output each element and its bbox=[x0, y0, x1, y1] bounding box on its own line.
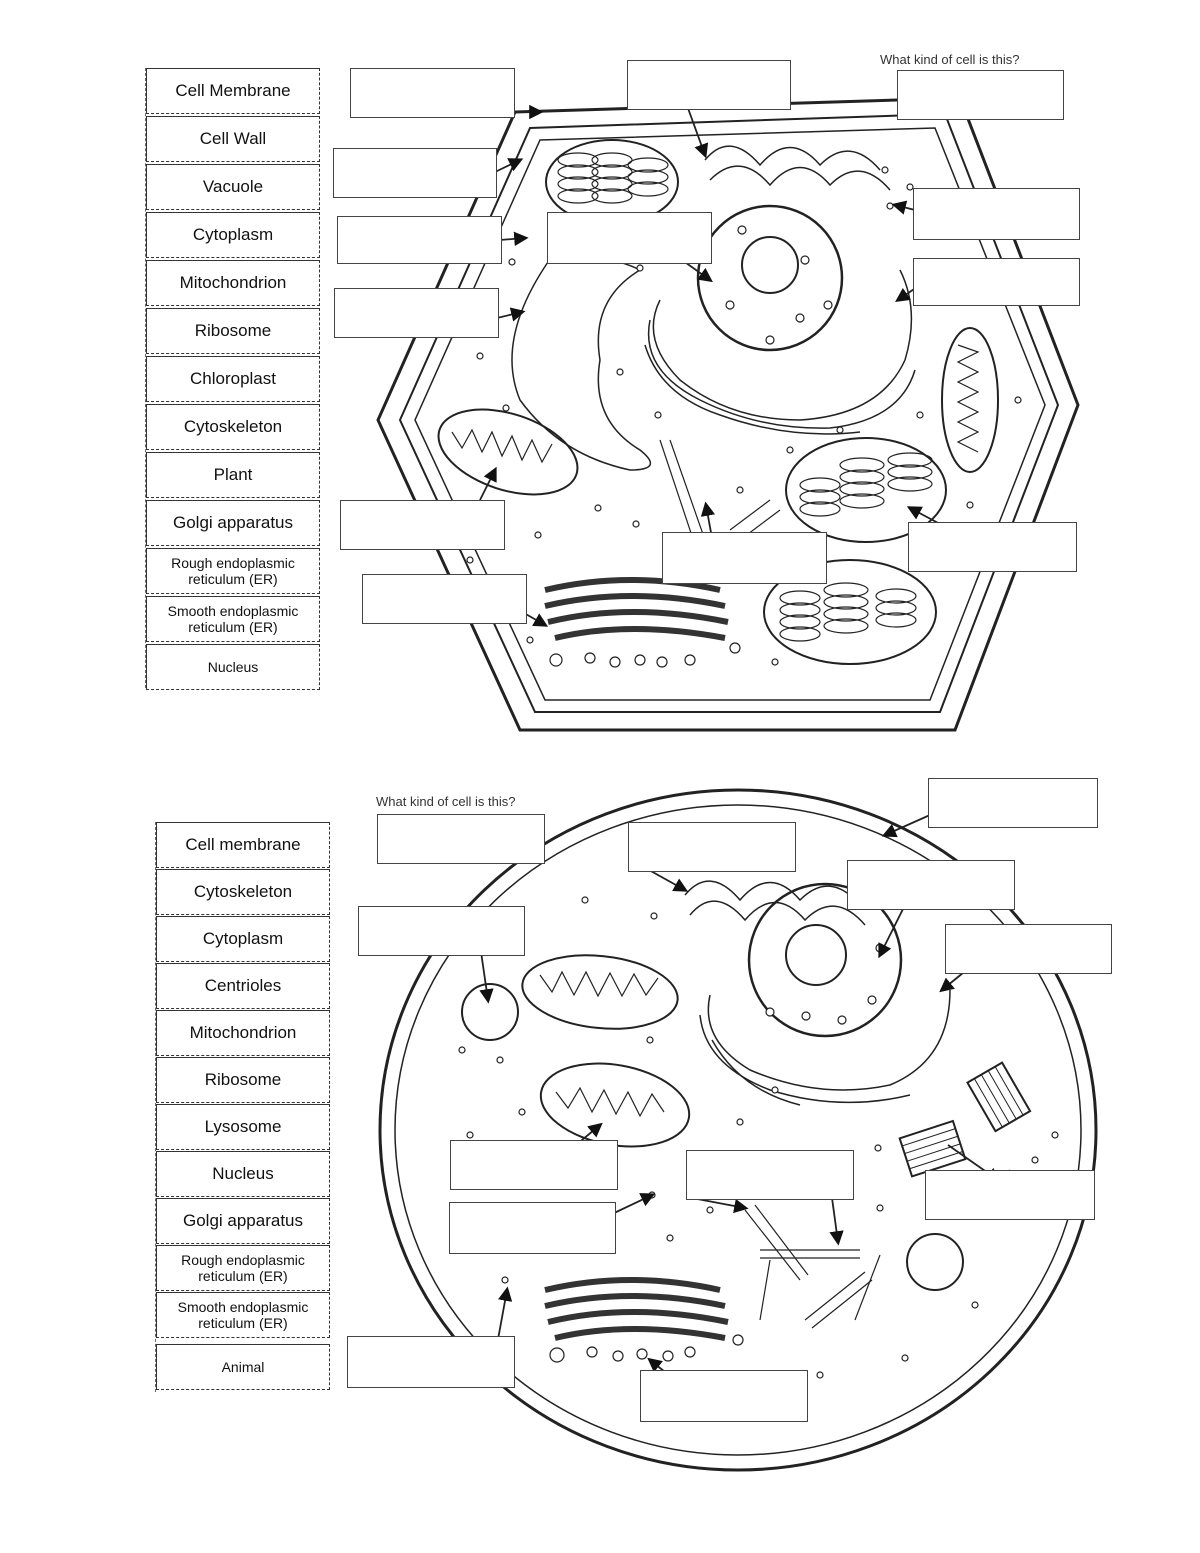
animal-answer-blank-1[interactable] bbox=[928, 778, 1098, 828]
word-mitochondrion: Mitochondrion bbox=[156, 1010, 330, 1056]
plant-answer-blank-3[interactable] bbox=[333, 148, 497, 198]
word-golgi-apparatus: Golgi apparatus bbox=[146, 500, 320, 546]
word-smooth-er: Smooth endoplasmic reticulum (ER) bbox=[156, 1292, 330, 1338]
word-cytoplasm: Cytoplasm bbox=[146, 212, 320, 258]
plant-answer-blank-4[interactable] bbox=[913, 188, 1080, 240]
word-cell-wall: Cell Wall bbox=[146, 116, 320, 162]
plant-cell-type-blank[interactable] bbox=[897, 70, 1064, 120]
word-nucleus: Nucleus bbox=[146, 644, 320, 690]
animal-answer-blank-8[interactable] bbox=[925, 1170, 1095, 1220]
plant-answer-blank-2[interactable] bbox=[627, 60, 791, 110]
plant-cell-question: What kind of cell is this? bbox=[880, 52, 1020, 67]
word-rough-er: Rough endoplasmic reticulum (ER) bbox=[156, 1245, 330, 1291]
word-cytoskeleton: Cytoskeleton bbox=[146, 404, 320, 450]
animal-answer-blank-10[interactable] bbox=[347, 1336, 515, 1388]
plant-word-bank: Cell Membrane Cell Wall Vacuole Cytoplas… bbox=[145, 68, 321, 690]
animal-answer-blank-11[interactable] bbox=[640, 1370, 808, 1422]
animal-answer-blank-2[interactable] bbox=[628, 822, 796, 872]
animal-answer-blank-5[interactable] bbox=[945, 924, 1112, 974]
word-golgi-apparatus: Golgi apparatus bbox=[156, 1198, 330, 1244]
word-cell-membrane: Cell Membrane bbox=[146, 68, 320, 114]
animal-answer-blank-3[interactable] bbox=[847, 860, 1015, 910]
plant-answer-blank-1[interactable] bbox=[350, 68, 515, 118]
plant-answer-blank-10[interactable] bbox=[908, 522, 1077, 572]
word-chloroplast: Chloroplast bbox=[146, 356, 320, 402]
animal-cell-drawing bbox=[378, 788, 1098, 1472]
word-ribosome: Ribosome bbox=[146, 308, 320, 354]
word-mitochondrion: Mitochondrion bbox=[146, 260, 320, 306]
word-cell-membrane: Cell membrane bbox=[156, 822, 330, 868]
word-rough-er: Rough endoplasmic reticulum (ER) bbox=[146, 548, 320, 594]
word-cytoplasm: Cytoplasm bbox=[156, 916, 330, 962]
plant-answer-blank-11[interactable] bbox=[662, 532, 827, 584]
plant-answer-blank-8[interactable] bbox=[334, 288, 499, 338]
word-plant: Plant bbox=[146, 452, 320, 498]
word-animal: Animal bbox=[156, 1344, 330, 1390]
word-ribosome: Ribosome bbox=[156, 1057, 330, 1103]
word-nucleus: Nucleus bbox=[156, 1151, 330, 1197]
animal-answer-blank-9[interactable] bbox=[449, 1202, 616, 1254]
animal-cell-type-blank[interactable] bbox=[377, 814, 545, 864]
word-smooth-er: Smooth endoplasmic reticulum (ER) bbox=[146, 596, 320, 642]
animal-answer-blank-7[interactable] bbox=[686, 1150, 854, 1200]
plant-answer-blank-6[interactable] bbox=[547, 212, 712, 264]
plant-answer-blank-12[interactable] bbox=[362, 574, 527, 624]
word-vacuole: Vacuole bbox=[146, 164, 320, 210]
animal-cell-question: What kind of cell is this? bbox=[376, 794, 516, 809]
plant-answer-blank-9[interactable] bbox=[340, 500, 505, 550]
animal-answer-blank-4[interactable] bbox=[358, 906, 525, 956]
word-centrioles: Centrioles bbox=[156, 963, 330, 1009]
word-lysosome: Lysosome bbox=[156, 1104, 330, 1150]
animal-word-bank: Cell membrane Cytoskeleton Cytoplasm Cen… bbox=[155, 822, 331, 1392]
animal-answer-blank-6[interactable] bbox=[450, 1140, 618, 1190]
word-cytoskeleton: Cytoskeleton bbox=[156, 869, 330, 915]
plant-answer-blank-5[interactable] bbox=[337, 216, 502, 264]
plant-answer-blank-7[interactable] bbox=[913, 258, 1080, 306]
